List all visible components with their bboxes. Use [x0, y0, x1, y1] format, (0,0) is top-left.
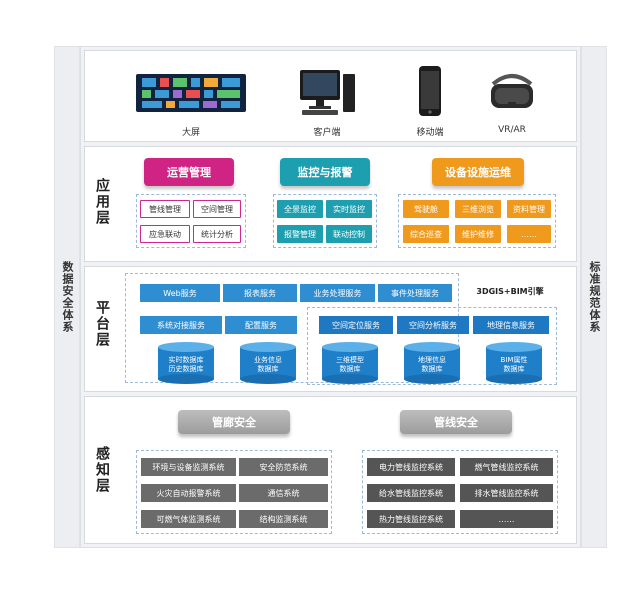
device-label: 客户端 [313, 128, 341, 138]
operations-management-header: 运营管理 [144, 158, 234, 186]
device-label: VR/AR [498, 125, 526, 135]
service-item: 业务处理服务 [300, 284, 375, 302]
mobile-phone-icon [419, 66, 441, 116]
app-item: 联动控制 [326, 225, 372, 243]
database-icon [486, 342, 542, 384]
pipeline-system-item: 热力管线监控系统 [367, 510, 455, 528]
tunnel-system-item: 可燃气体监测系统 [141, 510, 236, 528]
service-item: 配置服务 [225, 316, 297, 334]
database-icon [404, 342, 460, 384]
database-icon [322, 342, 378, 384]
platform-layer-label: 平台层 [94, 300, 110, 348]
left-databases [158, 342, 296, 384]
app-item: …… [507, 225, 551, 243]
app-item: 管线管理 [140, 200, 190, 218]
right-databases [322, 342, 542, 384]
service-item: 报表服务 [223, 284, 297, 302]
monitoring-alarm-header: 监控与报警 [280, 158, 370, 186]
data-security-column: 数据安全体系 [54, 46, 80, 548]
pipeline-system-item: 给水管线监控系统 [367, 484, 455, 502]
device-label: 移动端 [416, 128, 444, 138]
service-item: Web服务 [140, 284, 220, 302]
vr-headset-icon [491, 74, 533, 108]
app-item: 全景监控 [277, 200, 323, 218]
standards-label: 标准规范体系 [588, 261, 601, 333]
tunnel-system-item: 火灾自动报警系统 [141, 484, 236, 502]
database-icon [158, 342, 214, 384]
device-label: 大屏 [181, 128, 200, 138]
monitoring-group-box [273, 194, 377, 248]
database-label: 三维模型数据库 [336, 356, 364, 373]
app-item: 实时监控 [326, 200, 372, 218]
app-item: 空间管理 [193, 200, 241, 218]
app-item: 三维浏览 [455, 200, 501, 218]
pipeline-safety-header: 管线安全 [400, 410, 512, 434]
database-label: 业务信息数据库 [254, 356, 282, 373]
3dgis-bim-engine-label: 3DGIS+BIM引擎 [476, 287, 544, 296]
gis-service-item: 空间分析服务 [397, 316, 469, 334]
tunnel-system-item: 安全防范系统 [239, 458, 328, 476]
app-item: 统计分析 [193, 225, 241, 243]
database-label: 地理信息数据库 [418, 356, 446, 373]
gis-services-box [307, 307, 557, 385]
service-item: 事件处理服务 [378, 284, 452, 302]
service-item: 系统对接服务 [140, 316, 222, 334]
pipeline-system-item: 电力管线监控系统 [367, 458, 455, 476]
gis-service-item: 地理信息服务 [473, 316, 549, 334]
pipeline-system-item: 排水管线监控系统 [460, 484, 553, 502]
big-screen-icon [136, 74, 246, 112]
perception-layer-label: 感知层 [94, 446, 110, 494]
desktop-computer-icon [300, 70, 355, 115]
app-item: 应急联动 [140, 225, 190, 243]
app-item: 综合巡查 [403, 225, 449, 243]
tunnel-system-item: 通信系统 [239, 484, 328, 502]
operations-group-box [136, 194, 246, 248]
tunnel-system-item: 环境与设备监测系统 [141, 458, 236, 476]
database-label: BIM属性数据库 [500, 356, 528, 373]
equipment-maintenance-header: 设备设施运维 [432, 158, 524, 186]
data-security-label: 数据安全体系 [61, 261, 74, 333]
equipment-group-box [398, 194, 556, 248]
pipeline-systems-box [362, 450, 558, 534]
tunnel-systems-box [136, 450, 332, 534]
app-item: 资料管理 [507, 200, 551, 218]
database-label: 实时数据库历史数据库 [168, 356, 204, 373]
tunnel-system-item: 结构监测系统 [239, 510, 328, 528]
utility-tunnel-safety-header: 管廊安全 [178, 410, 290, 434]
app-item: 维护维修 [455, 225, 501, 243]
app-item: 报警管理 [277, 225, 323, 243]
database-icon [240, 342, 296, 384]
pipeline-system-item: …… [460, 510, 553, 528]
app-item: 驾驶舱 [403, 200, 449, 218]
standards-column: 标准规范体系 [581, 46, 607, 548]
application-layer-label: 应用层 [94, 178, 110, 226]
pipeline-system-item: 燃气管线监控系统 [460, 458, 553, 476]
gis-service-item: 空间定位服务 [319, 316, 393, 334]
